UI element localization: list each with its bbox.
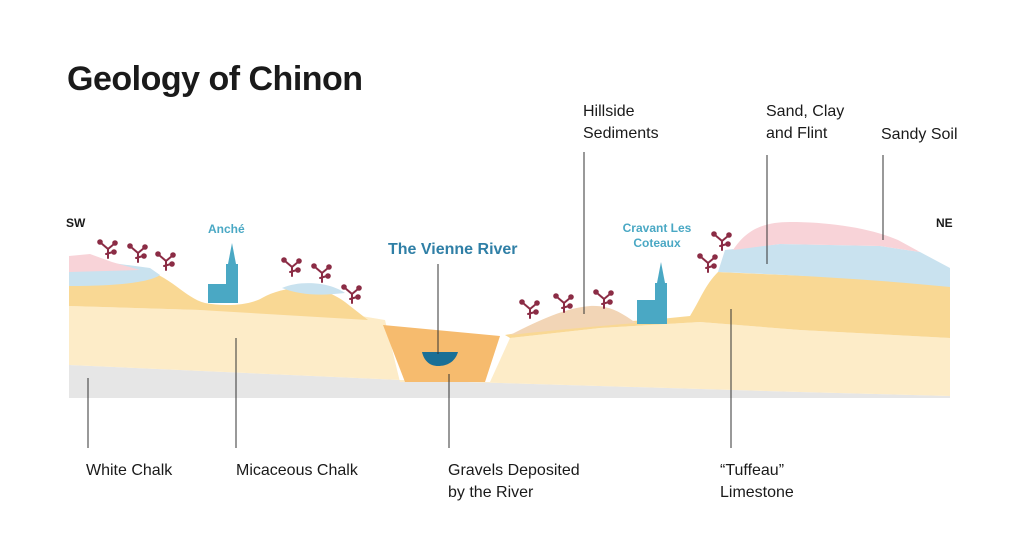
river-label: The Vienne River xyxy=(388,241,518,258)
label-white-chalk: White Chalk xyxy=(86,462,173,479)
label-tuffeau-limestone: “Tuffeau” Limestone xyxy=(720,462,794,501)
label-sandy-soil: Sandy Soil xyxy=(881,126,958,143)
label-micaceous-chalk: Micaceous Chalk xyxy=(236,462,358,479)
direction-southwest: SW xyxy=(66,216,86,230)
label-sand-clay-flint: Sand, Clay and Flint xyxy=(766,103,845,142)
grapevine-icon xyxy=(97,239,118,259)
grapevine-icon xyxy=(281,257,302,277)
grapevine-icon xyxy=(593,289,614,309)
micaceous-chalk-layer xyxy=(69,306,950,396)
white-chalk-layer xyxy=(69,365,950,398)
church-icon xyxy=(637,262,667,324)
label-gravels: Gravels Deposited by the River xyxy=(448,462,580,501)
church-icon xyxy=(208,243,238,303)
sandy-soil-layer xyxy=(69,222,920,272)
direction-northeast: NE xyxy=(936,216,953,230)
grapevine-icon xyxy=(697,253,718,273)
town-label-anche: Anché xyxy=(208,222,245,236)
label-hillside-sediments: Hillside Sediments xyxy=(583,103,659,142)
sand-clay-flint-layer xyxy=(69,244,950,295)
leader-lines xyxy=(87,152,884,448)
hillside-sediments-layer xyxy=(510,305,636,335)
vienne-river-water xyxy=(422,352,458,366)
grapevine-icon xyxy=(127,243,148,263)
grapevine-icon xyxy=(311,263,332,283)
grapevine-icon xyxy=(519,299,540,319)
page-title: Geology of Chinon xyxy=(67,60,363,98)
grapevine-icon xyxy=(711,231,732,251)
town-label-cravant: Cravant Les Coteaux xyxy=(622,221,692,250)
grapevine-icon xyxy=(155,251,176,271)
tuffeau-limestone-layer xyxy=(69,268,950,338)
grapevine-icon xyxy=(341,284,362,304)
grapevine-icon xyxy=(553,293,574,313)
